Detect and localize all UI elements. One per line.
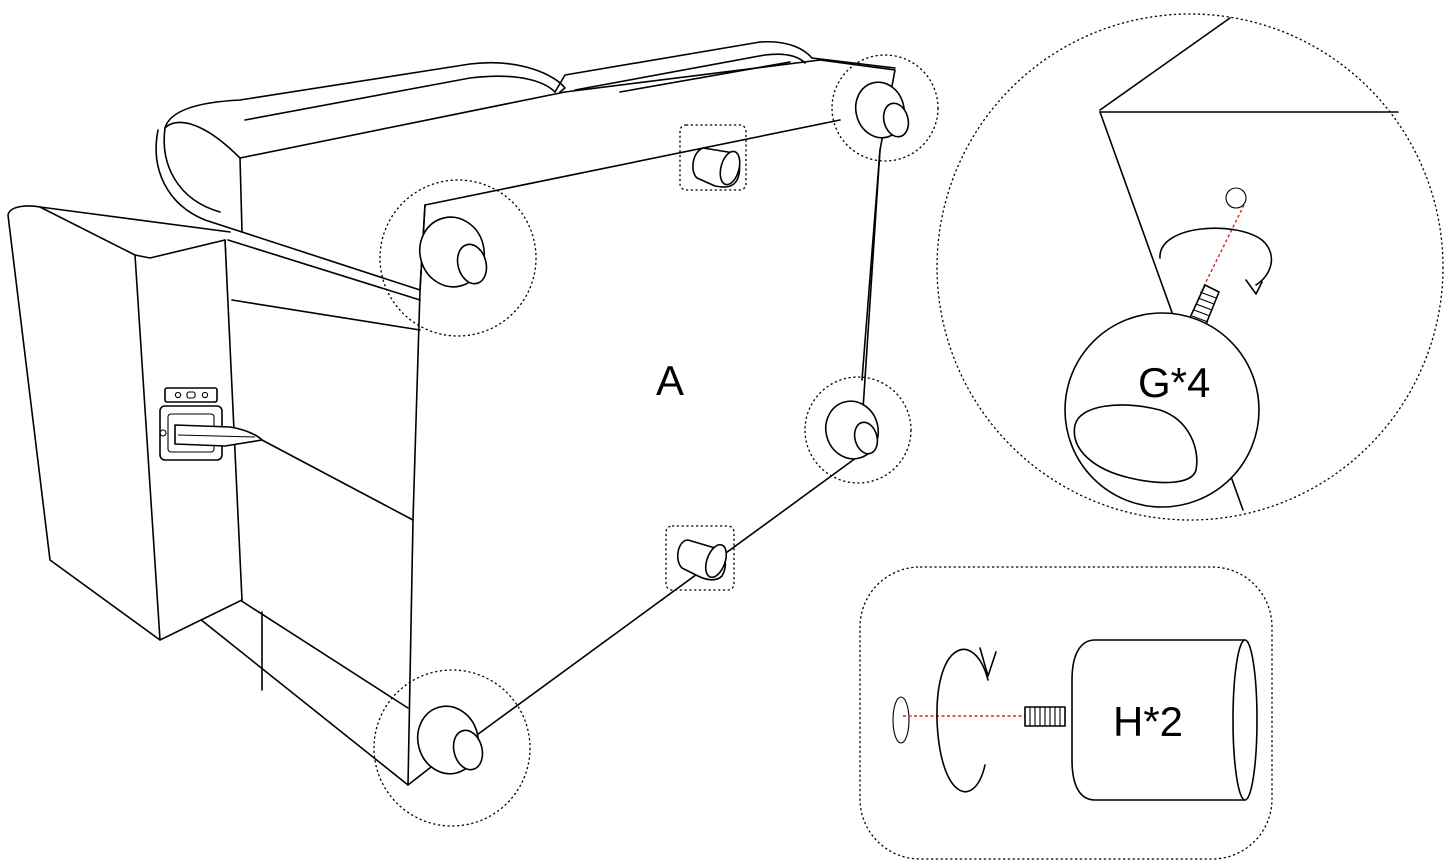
armrest-top bbox=[39, 206, 231, 233]
rotate-arrow-head bbox=[979, 647, 997, 677]
base-line bbox=[194, 614, 409, 786]
pin-slot-bottom bbox=[665, 525, 735, 591]
armroll-seam bbox=[239, 157, 243, 233]
back-cushion-top bbox=[554, 40, 813, 93]
pin-detail-callout: H*2 bbox=[859, 566, 1273, 860]
foot-ball-face bbox=[1073, 404, 1198, 484]
foot-detail-callout: G*4 bbox=[936, 13, 1444, 521]
back-top-right bbox=[811, 57, 896, 69]
rotate-arrow-head bbox=[1245, 279, 1263, 295]
armroll-left bbox=[155, 129, 243, 233]
pin-face bbox=[719, 150, 741, 186]
side-line-2 bbox=[231, 299, 421, 331]
panel-top-edge bbox=[239, 59, 896, 381]
rotate-arrow-icon bbox=[936, 648, 989, 793]
cushion-seam bbox=[244, 75, 556, 121]
foot-mid-right bbox=[804, 376, 912, 484]
pin-slot-top bbox=[679, 124, 747, 191]
panel-upper-left bbox=[241, 119, 841, 291]
pin-hole bbox=[892, 696, 910, 744]
foot-count-label: G*4 bbox=[1138, 359, 1210, 406]
side-bottom bbox=[239, 599, 409, 709]
bracket-hook bbox=[174, 424, 263, 447]
threaded-stud bbox=[1024, 706, 1066, 727]
armroll-face bbox=[164, 121, 241, 159]
pin-count-label: H*2 bbox=[1113, 698, 1183, 745]
pin-cylinder-end bbox=[1232, 639, 1258, 801]
side-line-1 bbox=[227, 239, 421, 301]
foot-face bbox=[853, 421, 879, 455]
detail-edge-top bbox=[1099, 17, 1231, 111]
foot-top-left bbox=[379, 179, 537, 337]
armroll-inner bbox=[163, 127, 221, 213]
insertion-axis bbox=[1201, 204, 1245, 291]
pin-cylinder bbox=[1071, 639, 1246, 801]
foot-top-right bbox=[831, 54, 939, 162]
foot-face bbox=[882, 102, 910, 138]
panel-left-edge bbox=[407, 204, 426, 786]
foot-face bbox=[452, 729, 484, 771]
bracket-top-plate bbox=[164, 387, 218, 403]
pin-face bbox=[704, 543, 728, 579]
rotate-arrow-icon bbox=[1159, 227, 1273, 286]
panel-bottom-edge bbox=[469, 454, 861, 741]
screw-hole bbox=[1225, 187, 1247, 209]
armrest-block bbox=[7, 205, 243, 641]
side-line-3 bbox=[261, 439, 414, 521]
back-cushion-seam bbox=[574, 53, 806, 91]
foot-bottom-left bbox=[373, 669, 531, 827]
armrest-edge bbox=[134, 254, 161, 641]
foot-face bbox=[456, 243, 488, 285]
connector-bracket bbox=[159, 387, 263, 461]
sofa-body bbox=[7, 40, 896, 786]
part-a-label: A bbox=[656, 357, 684, 404]
cushion-top-edge bbox=[164, 62, 566, 129]
